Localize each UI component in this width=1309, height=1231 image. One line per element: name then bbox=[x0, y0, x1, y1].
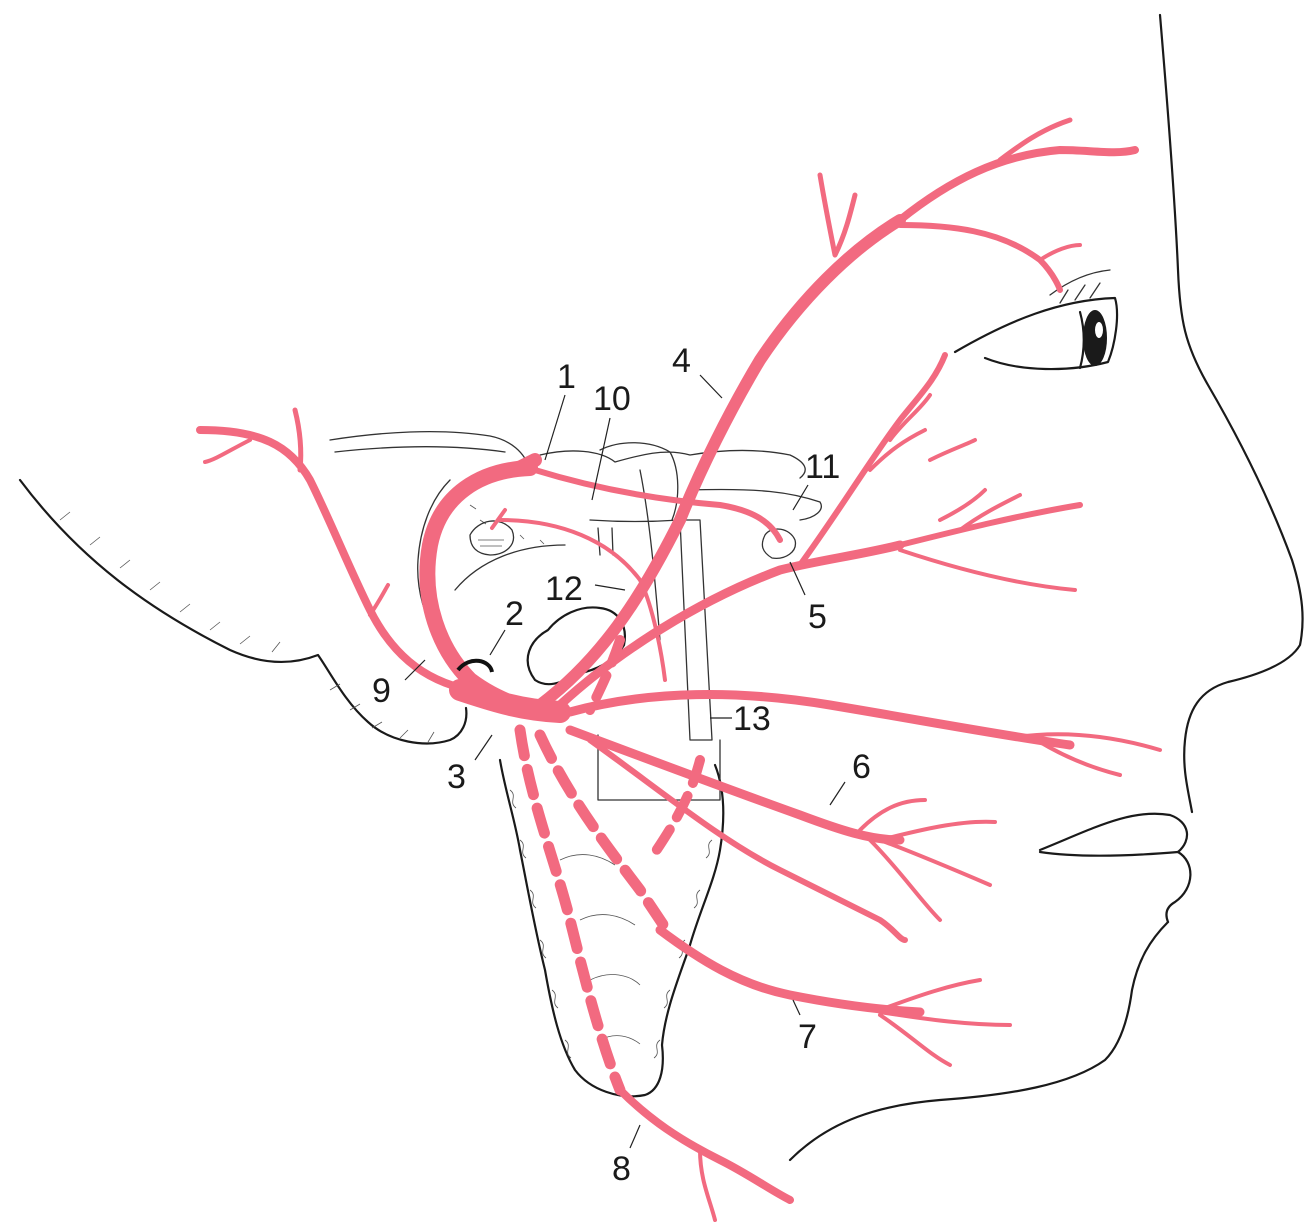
label-12: 12 bbox=[545, 570, 583, 608]
facial-nerve-branches bbox=[200, 120, 1160, 1220]
label-13: 13 bbox=[733, 700, 771, 738]
intraparotid-course-2 bbox=[540, 735, 670, 935]
label-5: 5 bbox=[808, 598, 827, 636]
cervical-twig bbox=[880, 980, 1010, 1065]
zygomatic-twig-3 bbox=[930, 440, 985, 520]
marginal-mandibular-twig bbox=[860, 800, 995, 920]
temporal-frontal-twig bbox=[820, 175, 855, 255]
buccal-branch bbox=[570, 695, 1070, 745]
ear-outline bbox=[20, 480, 466, 743]
temporal-branch-to-eye bbox=[900, 225, 1060, 290]
temporal-orbital-twig bbox=[1040, 245, 1080, 260]
label-11: 11 bbox=[805, 448, 840, 486]
temporal-branch bbox=[540, 220, 900, 705]
intraparotid-course-3 bbox=[650, 760, 700, 860]
label-6: 6 bbox=[852, 748, 871, 786]
facial-canal-nerve bbox=[427, 468, 530, 705]
label-9: 9 bbox=[372, 672, 391, 710]
label-10: 10 bbox=[593, 380, 631, 418]
posterior-auricular-twig bbox=[205, 440, 250, 462]
cervical-branch bbox=[660, 930, 920, 1012]
label-4: 4 bbox=[672, 342, 691, 380]
label-8: 8 bbox=[612, 1150, 631, 1188]
label-3: 3 bbox=[447, 758, 466, 796]
label-7: 7 bbox=[798, 1018, 817, 1056]
label-2: 2 bbox=[505, 595, 524, 633]
zygomatic-twig bbox=[870, 395, 930, 470]
geniculate-ganglion bbox=[515, 460, 535, 470]
posterior-auricular-twig-2 bbox=[370, 585, 388, 615]
label-1: 1 bbox=[557, 358, 576, 396]
temporal-branch-upper bbox=[900, 150, 1135, 220]
marginal-mandibular-branch bbox=[570, 730, 900, 840]
